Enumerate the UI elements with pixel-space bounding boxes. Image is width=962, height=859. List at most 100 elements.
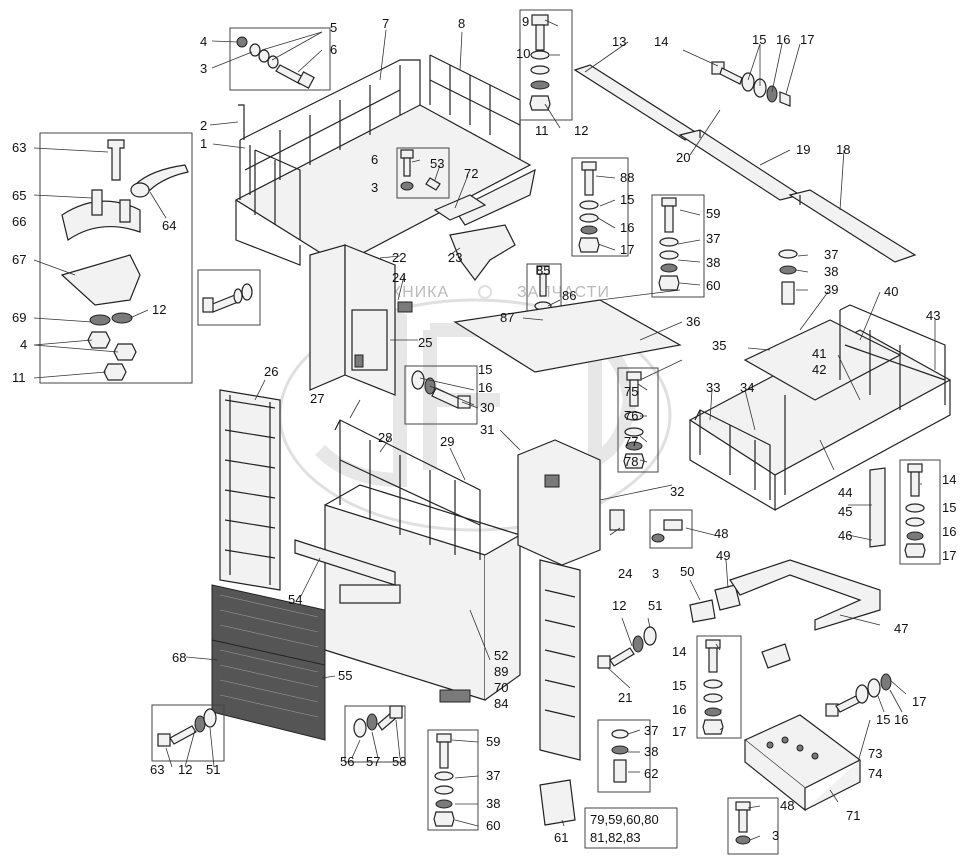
callout-67: 67 — [12, 252, 26, 267]
callout-33: 33 — [706, 380, 720, 395]
callout-4b: 4 — [20, 337, 27, 352]
bolt-assembly-14-top — [711, 61, 791, 107]
bracket-47-clip — [761, 643, 791, 669]
callout-2: 2 — [200, 118, 207, 133]
right-platform — [688, 304, 952, 512]
callout-15e: 15 — [672, 678, 686, 693]
upper-platform — [234, 54, 536, 266]
callout-71: 71 — [846, 808, 860, 823]
hardware-box-top-left — [229, 27, 331, 91]
hardware-box-59-top — [651, 194, 705, 298]
callout-20: 20 — [676, 150, 690, 165]
hardware-box-48-bottom — [727, 797, 779, 855]
bracket-49 — [714, 584, 741, 611]
bracket-61 — [539, 779, 576, 826]
callout-37c: 37 — [486, 768, 500, 783]
hardware-box-59-bottom — [427, 729, 479, 831]
callout-11a: 11 — [535, 123, 549, 138]
detail-box-left — [39, 132, 193, 384]
callout-87: 87 — [500, 310, 514, 325]
callout-3c: 3 — [652, 566, 659, 581]
callout-31: 31 — [480, 422, 494, 437]
callout-72: 72 — [464, 166, 478, 181]
hardware-box-63 — [151, 704, 225, 762]
callout-63b: 63 — [150, 762, 164, 777]
callout-17b: 17 — [620, 242, 634, 257]
bolt-assembly-15-lower — [825, 673, 892, 717]
callout-42: 42 — [812, 362, 826, 377]
callout-25: 25 — [418, 335, 432, 350]
leader-lines — [33, 19, 936, 841]
toolbox-71 — [743, 714, 862, 812]
callout-60b: 60 — [486, 818, 500, 833]
callout-51a: 51 — [206, 762, 220, 777]
callout-53: 53 — [430, 156, 444, 171]
callout-44: 44 — [838, 485, 852, 500]
callout-15a: 15 — [752, 32, 766, 47]
callout-59a: 59 — [706, 206, 720, 221]
callout-18: 18 — [836, 142, 850, 157]
callout-16b: 16 — [620, 220, 634, 235]
callout-11b: 11 — [12, 370, 26, 385]
callout-77: 77 — [624, 434, 638, 449]
callout-55: 55 — [338, 668, 352, 683]
center-housing — [324, 419, 521, 703]
callout-37b: 37 — [824, 247, 838, 262]
callout-29: 29 — [440, 434, 454, 449]
group-label-a: 79,59,60,80 — [590, 812, 659, 827]
support-45 — [869, 467, 886, 548]
callout-88: 88 — [620, 170, 634, 185]
bolt-assembly-56 — [353, 705, 403, 738]
callout-labels: 4 3 5 6 7 8 9 10 11 12 2 1 63 65 66 64 6… — [12, 14, 956, 845]
callout-43: 43 — [926, 308, 940, 323]
callout-48b: 48 — [780, 798, 794, 813]
callout-70: 70 — [494, 680, 508, 695]
callout-85: 85 — [536, 263, 550, 278]
hardware-box-88 — [571, 157, 629, 257]
callout-46: 46 — [838, 528, 852, 543]
callout-60a: 60 — [706, 278, 720, 293]
hardware-box-30 — [404, 365, 478, 425]
callout-75: 75 — [624, 384, 638, 399]
box-32 — [517, 439, 601, 566]
callout-62: 62 — [644, 766, 658, 781]
bracket-23 — [449, 224, 516, 281]
callout-17d: 17 — [672, 724, 686, 739]
callout-57: 57 — [366, 754, 380, 769]
ladder-26 — [219, 389, 281, 591]
callout-6a: 6 — [330, 42, 337, 57]
callout-54: 54 — [288, 592, 302, 607]
callout-35: 35 — [712, 338, 726, 353]
callout-10a: 10 — [516, 46, 530, 61]
hardware-box-14-lower — [696, 635, 742, 739]
callout-84: 84 — [494, 696, 508, 711]
hardware-box-56 — [344, 705, 406, 763]
callout-17e: 17 — [912, 694, 926, 709]
callout-19: 19 — [796, 142, 810, 157]
callout-24a: 24 — [392, 270, 406, 285]
plate-54 — [294, 539, 396, 586]
callout-16d: 16 — [478, 380, 492, 395]
callout-17a: 17 — [800, 32, 814, 47]
side-cover-25 — [309, 244, 413, 396]
callout-68: 68 — [172, 650, 186, 665]
callout-7: 7 — [382, 16, 389, 31]
bolt-stack-59-bottom — [433, 733, 455, 827]
callout-48a: 48 — [714, 526, 728, 541]
hardware-box-top-center — [519, 9, 573, 121]
grille-panels — [211, 584, 326, 741]
callout-86: 86 — [562, 288, 576, 303]
callout-74: 74 — [868, 766, 882, 781]
callout-58: 58 — [392, 754, 406, 769]
callout-3d: 3 — [772, 828, 779, 843]
callout-15d: 15 — [478, 362, 492, 377]
callout-16e: 16 — [672, 702, 686, 717]
callout-27: 27 — [310, 391, 324, 406]
callout-12a: 12 — [574, 123, 588, 138]
callout-1: 1 — [200, 136, 207, 151]
callout-38d: 38 — [644, 744, 658, 759]
callout-32: 32 — [670, 484, 684, 499]
callout-36: 36 — [686, 314, 700, 329]
